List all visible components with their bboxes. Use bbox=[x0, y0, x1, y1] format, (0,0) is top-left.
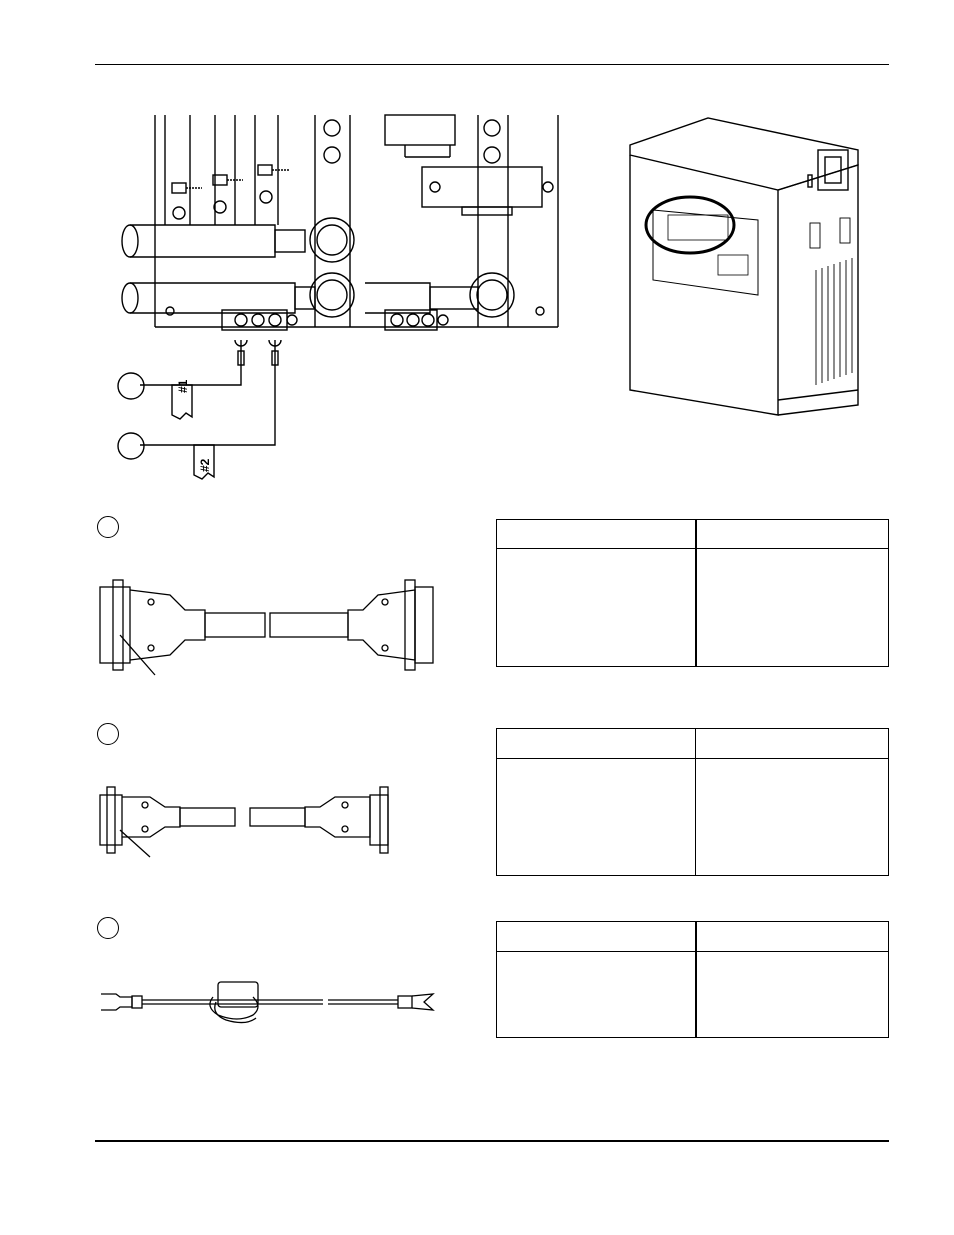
parts-table-a bbox=[496, 519, 889, 667]
parts-table-c bbox=[496, 921, 889, 1038]
d-sub-cable-illustration-a bbox=[99, 579, 434, 676]
wire-tag-2-label: #2 bbox=[198, 458, 212, 472]
wire-tag-1-label: #1 bbox=[176, 379, 190, 393]
cabinet-location-illustration bbox=[629, 117, 859, 416]
parts-table-a-header bbox=[497, 520, 888, 549]
parts-table-c-header bbox=[497, 922, 888, 952]
callout-circle-b bbox=[97, 723, 119, 745]
callout-circle-c bbox=[97, 917, 119, 939]
d-sub-cable-illustration-b bbox=[99, 786, 389, 858]
header-rule bbox=[95, 64, 889, 65]
parts-table-b-divider bbox=[695, 729, 696, 875]
terminal-wiring-illustration bbox=[117, 114, 559, 480]
callout-circle-a bbox=[97, 516, 119, 538]
footer-rule bbox=[95, 1140, 889, 1142]
parts-table-c-divider bbox=[695, 922, 697, 1037]
parts-table-a-divider bbox=[695, 520, 697, 666]
parts-table-b-header bbox=[497, 729, 888, 759]
ferrite-wire-illustration-c bbox=[101, 981, 435, 1024]
parts-table-b bbox=[496, 728, 889, 876]
